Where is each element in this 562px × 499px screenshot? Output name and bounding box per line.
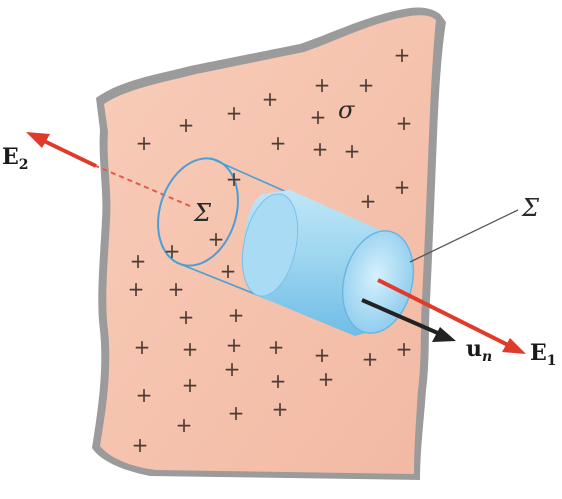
plus-icon: +: [396, 337, 413, 361]
plus-icon: +: [130, 249, 147, 273]
charge-grid: + + + + + + + + + + + + + + + + + + + + + + + + + + + + + + + + + + + + + + +: [128, 43, 413, 457]
plus-icon: +: [344, 139, 361, 163]
plus-icon: +: [208, 227, 225, 251]
plus-icon: +: [136, 131, 153, 155]
plus-icon: +: [224, 357, 241, 381]
plus-icon: +: [270, 369, 287, 393]
plus-icon: +: [262, 87, 279, 111]
plus-icon: +: [168, 277, 185, 301]
plus-icon: +: [394, 175, 411, 199]
plus-icon: +: [182, 373, 199, 397]
plus-icon: +: [358, 73, 375, 97]
plus-icon: +: [176, 413, 193, 437]
plus-icon: +: [310, 105, 327, 129]
e1-label: E1: [530, 340, 557, 369]
plus-icon: +: [362, 347, 379, 371]
plus-icon: +: [164, 239, 181, 263]
plus-icon: +: [360, 189, 377, 213]
e1-label-sub: 1: [547, 353, 557, 369]
plus-icon: +: [396, 111, 413, 135]
plus-icon: +: [314, 73, 331, 97]
plus-icon: +: [270, 131, 287, 155]
e2-label-sub: 2: [19, 157, 29, 173]
normal-vector: [361, 298, 441, 336]
plus-icon: +: [220, 259, 237, 283]
gaussian-cylinder-inner-end: [241, 193, 299, 297]
e1-vector: [377, 278, 511, 348]
plus-icon: +: [268, 335, 285, 359]
plus-icon: +: [272, 397, 289, 421]
plus-icon: +: [318, 367, 335, 391]
plus-icon: +: [394, 43, 411, 67]
plus-icon: +: [182, 337, 199, 361]
e2-arrowhead: [26, 132, 50, 148]
normal-label-sub: n: [482, 349, 492, 365]
plus-icon: +: [228, 303, 245, 327]
plus-icon: +: [314, 343, 331, 367]
plus-icon: +: [228, 401, 245, 425]
plus-icon: +: [226, 101, 243, 125]
gaussian-surface-label-side: Σ: [521, 194, 540, 222]
plus-icon: +: [178, 305, 195, 329]
e1-label-main: E: [530, 340, 547, 366]
normal-arrowhead: [432, 327, 456, 342]
plus-icon: +: [132, 433, 149, 457]
plus-icon: +: [312, 137, 329, 161]
normal-vector-label: un: [466, 336, 492, 365]
e2-label-main: E: [2, 144, 19, 170]
plus-icon: +: [226, 333, 243, 357]
e2-label: E2: [2, 144, 29, 173]
e1-arrowhead: [502, 338, 526, 354]
plus-icon: +: [178, 113, 195, 137]
normal-label-main: u: [466, 336, 482, 362]
plus-icon: +: [136, 383, 153, 407]
surface-charge-density-label: σ: [338, 96, 355, 124]
gaussian-surface-label-front: Σ: [193, 199, 212, 227]
e2-vector-hidden: [95, 165, 191, 207]
surface-leader-line: [409, 209, 519, 263]
plus-icon: +: [134, 335, 151, 359]
plus-icon: +: [226, 167, 243, 191]
e2-vector: [41, 138, 97, 168]
plus-icon: +: [128, 277, 145, 301]
